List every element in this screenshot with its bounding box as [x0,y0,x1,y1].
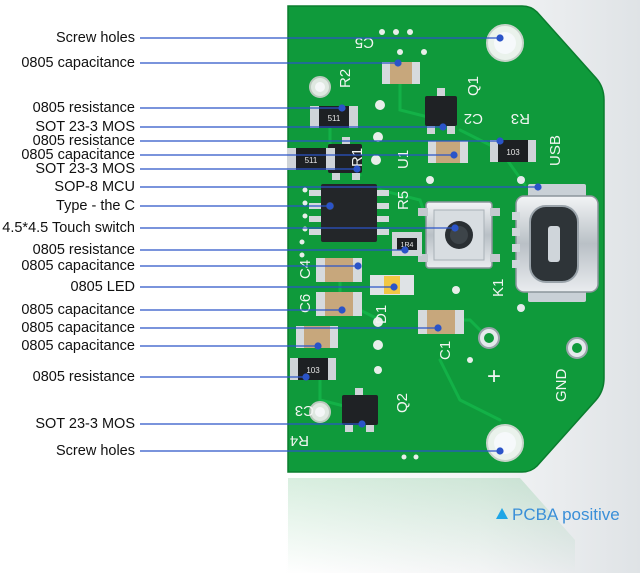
leader-dot [401,246,409,254]
silk-q1: Q1 [465,76,482,96]
silk-r4: R4 [290,432,309,449]
cap-c3a [296,326,338,348]
callout-label: SOT 23-3 MOS [35,161,135,177]
res-marking-511-top: 511 [328,114,341,123]
callout-label: 0805 capacitance [21,147,135,163]
callout-label: 0805 resistance [32,133,135,149]
screw-hole-bottom [486,424,524,462]
silk-c1: C1 [437,341,454,360]
silk-c2: C2 [464,110,483,127]
caption: PCBA positive [496,505,620,525]
leader-dot [314,342,322,350]
callout-label: SOT 23-3 MOS [35,416,135,432]
silk-c4: C4 [297,260,314,279]
silk-r5: R5 [395,191,412,210]
corner-hole-left-top [309,76,331,98]
leader-dot [496,137,504,145]
callout-label: Screw holes [56,443,135,459]
res-marking-103-top: 103 [506,148,520,157]
res-marking-511-mid: 511 [305,156,318,165]
leader-dot [394,59,402,67]
plus-pad [478,327,500,349]
res-r3: 103 [490,140,536,162]
board-reflection [288,478,575,573]
silk-r1: R1 [349,148,366,167]
callout-label: Type - the C [56,198,135,214]
leader-dot [358,420,366,428]
callout-label: 0805 resistance [32,369,135,385]
callout-label: 0805 resistance [32,242,135,258]
callout-label: 0805 capacitance [21,55,135,71]
silk-usb: USB [547,135,564,166]
leader-dot [451,224,459,232]
callout-label: 4.5*4.5 Touch switch [2,220,135,236]
leader-dot [439,123,447,131]
silkscreen-labels: C5 R2 Q1 C2 R3 R1 U1 R5 USB C4 K1 C6 D1 … [290,34,570,449]
leader-dot [496,447,504,455]
callout-label: 0805 capacitance [21,302,135,318]
sop8-mcu [309,184,389,242]
res-r2: 511 [310,106,358,128]
leader-dot [496,34,504,42]
leader-dot [338,306,346,314]
leader-dot [434,324,442,332]
sot23-mos-q1 [425,88,457,134]
callout-label: 0805 LED [70,279,136,295]
sot23-mos-q2 [342,388,378,432]
callout-label: SOT 23-3 MOS [35,119,135,135]
silk-q2: Q2 [394,393,411,413]
callout-label: 0805 resistance [32,100,135,116]
screw-hole-top [486,24,524,62]
silk-u1: U1 [395,150,412,169]
callout-label: 0805 capacitance [21,338,135,354]
silk-k1: K1 [490,279,507,297]
silk-r2: R2 [337,69,354,88]
silk-c3: C3 [295,402,314,419]
res-r1: 511 [287,148,335,170]
silk-gnd: GND [553,369,570,403]
cap-c4 [316,258,362,282]
cap-c2 [428,141,468,163]
triangle-icon [496,508,508,519]
callout-label: Screw holes [56,30,135,46]
leader-dot [390,283,398,291]
silk-plus: + [487,363,501,390]
leader-dot [338,104,346,112]
leader-dot [326,202,334,210]
touch-switch [418,201,500,269]
leader-dot [534,183,542,191]
leader-dot [450,151,458,159]
silk-c5: C5 [355,34,374,51]
cap-c1 [418,310,464,334]
leader-dot [353,165,361,173]
res-r4: 103 [290,358,336,380]
callout-label: 0805 capacitance [21,258,135,274]
leader-dot [302,373,310,381]
leader-dot [354,262,362,270]
cap-c6 [316,292,362,316]
usb-c-connector [512,176,599,312]
callout-label: 0805 capacitance [21,320,135,336]
silk-d1: D1 [373,305,390,324]
leader-lines [140,34,542,455]
caption-text: PCBA positive [512,505,620,524]
callout-label: SOP-8 MCU [54,179,135,195]
vias [299,29,473,460]
silk-r3: R3 [511,110,530,127]
silk-c6: C6 [297,294,314,313]
gnd-pad [566,337,588,359]
cap-c5 [382,62,420,84]
res-marking-103-bottom: 103 [306,366,320,375]
corner-hole-left-bottom [309,401,331,423]
res-marking-1r4: 1R4 [401,242,414,249]
